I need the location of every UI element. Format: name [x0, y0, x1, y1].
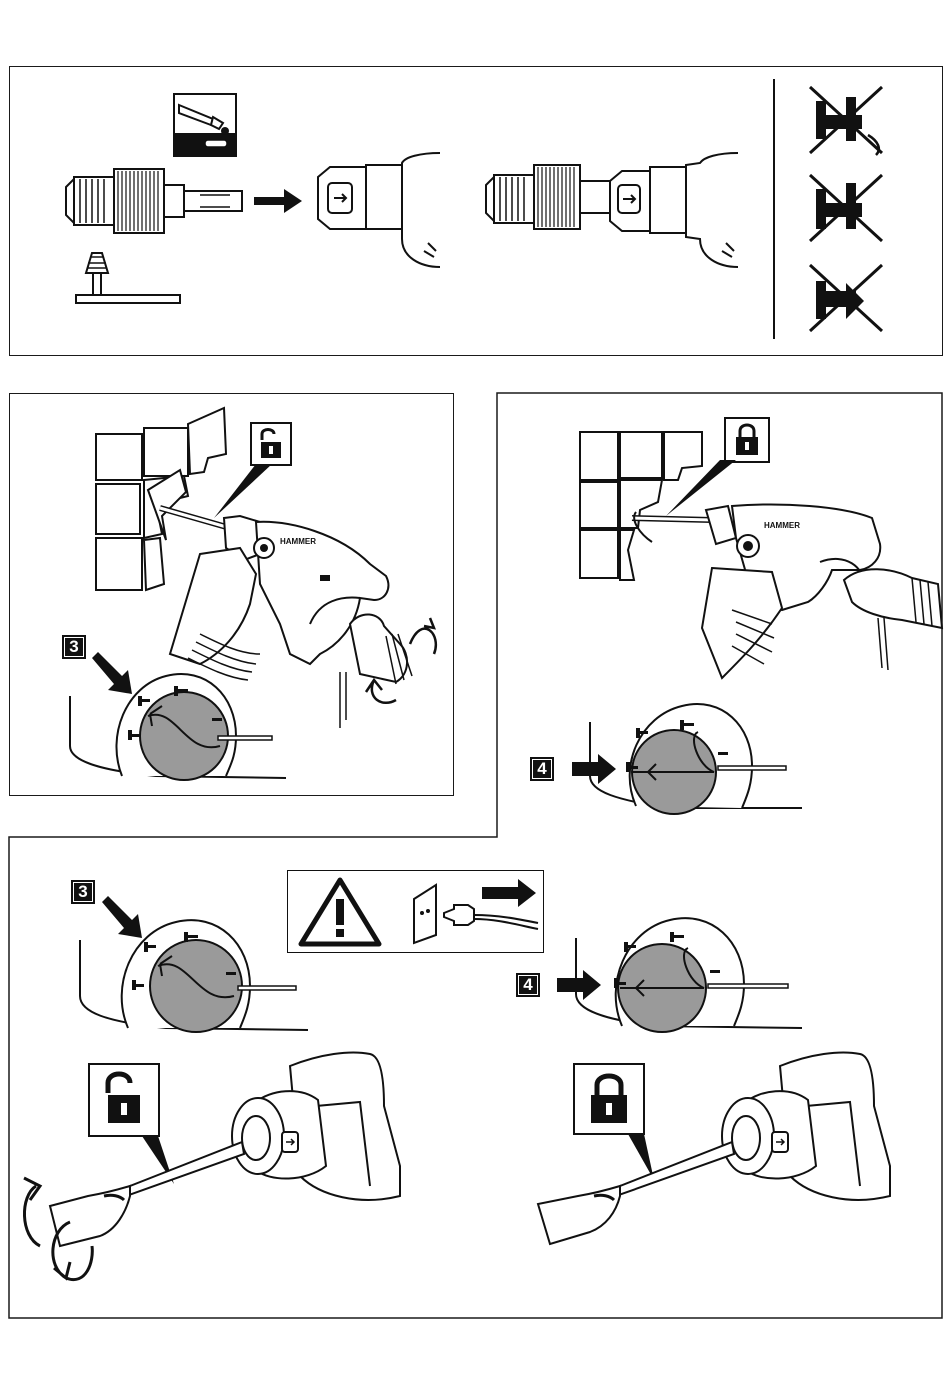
mode-selector-dial-upper-right	[588, 696, 802, 814]
mode-selector-dial-lower-right	[574, 908, 802, 1034]
step-4-badge-upper: 4	[530, 757, 554, 781]
unplug-icon	[408, 879, 538, 945]
chisel-rotation-illustration	[20, 1046, 402, 1286]
rotary-hammer-illustration-right: HAMMER	[632, 498, 944, 694]
unplug-warning-box	[287, 870, 544, 953]
step-3-badge-lower: 3	[71, 880, 95, 904]
step-4-badge-lower: 4	[516, 973, 540, 997]
chisel-locked-illustration	[534, 1046, 892, 1246]
tool-brand-label-right: HAMMER	[764, 521, 800, 530]
warning-triangle-icon	[298, 877, 382, 947]
lock-closed-icon	[724, 417, 770, 463]
mode-selector-dial-lower-left	[76, 910, 308, 1036]
